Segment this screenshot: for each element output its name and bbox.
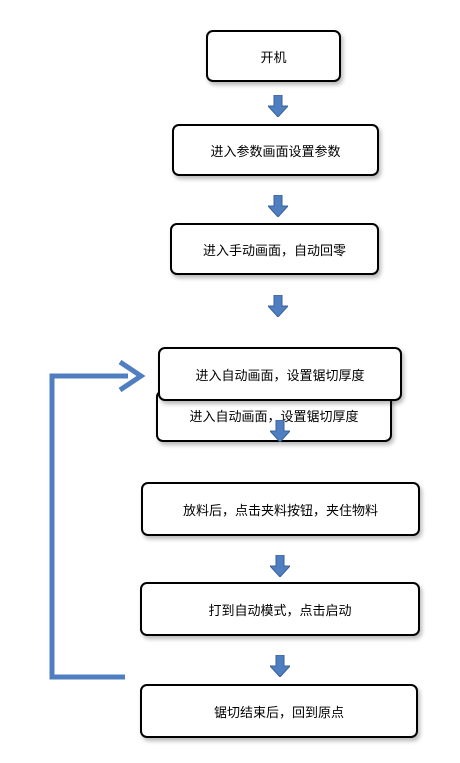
down-arrow-6: [270, 655, 290, 677]
step-auto-start-label: 打到自动模式，点击启动: [208, 603, 352, 619]
loop-back-line: [49, 373, 128, 680]
step-power-on: 开机: [206, 30, 341, 82]
step-clamp-material-label: 放料后，点击夹料按钮，夹住物料: [182, 503, 378, 519]
step-set-saw-thickness: 进入自动画面，设置锯切厚度: [158, 347, 402, 401]
down-arrow-3: [268, 295, 288, 317]
step-set-params: 进入参数画面设置参数: [172, 124, 379, 176]
step-power-on-label: 开机: [260, 50, 287, 66]
step-return-origin: 锯切结束后，回到原点: [140, 684, 418, 738]
loop-back-arrowhead: [118, 359, 146, 393]
step-auto-start: 打到自动模式，点击启动: [140, 582, 420, 636]
step-clamp-material: 放料后，点击夹料按钮，夹住物料: [141, 482, 420, 536]
step-manual-home: 进入手动画面，自动回零: [170, 223, 379, 275]
down-arrow-4: [270, 420, 290, 442]
step-manual-home-label: 进入手动画面，自动回零: [202, 243, 346, 259]
step-set-saw-thickness-label: 进入自动画面，设置锯切厚度: [195, 368, 365, 384]
step-set-params-label: 进入参数画面设置参数: [210, 144, 341, 160]
down-arrow-1: [268, 95, 288, 117]
down-arrow-2: [268, 195, 288, 217]
step-return-origin-label: 锯切结束后，回到原点: [213, 705, 344, 721]
step-set-saw-thickness-back-label: 进入自动画面，设置锯切厚度: [189, 410, 359, 425]
down-arrow-5: [270, 555, 290, 577]
